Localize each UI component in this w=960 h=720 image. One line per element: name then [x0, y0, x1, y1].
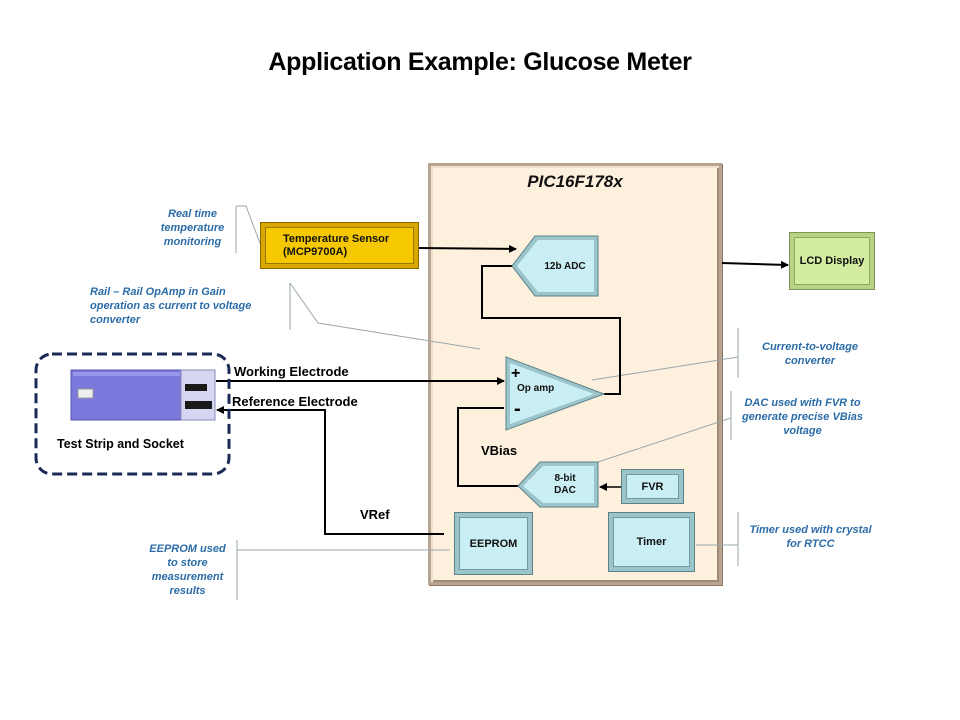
leader-timer	[696, 512, 739, 566]
temperature-sensor-block: Temperature Sensor (MCP9700A)	[261, 223, 418, 268]
timer-block: Timer	[609, 513, 694, 571]
vref-label: VRef	[360, 507, 390, 522]
opamp-block	[505, 356, 606, 431]
reference-electrode-label: Reference Electrode	[232, 394, 358, 409]
dac-label: 8-bit DAC	[540, 473, 590, 497]
test-strip-icon	[70, 369, 216, 421]
fvr-block: FVR	[622, 470, 683, 503]
callout-leaders	[235, 205, 739, 600]
timer-label: Timer	[636, 536, 667, 548]
eeprom-label: EEPROM	[469, 537, 518, 550]
leader-ctv	[591, 328, 739, 381]
note-dac: DAC used with FVR to generate precise VB…	[741, 397, 864, 437]
lcd-display-block: LCD Display	[790, 233, 874, 289]
lcd-label: LCD Display	[799, 255, 865, 267]
note-eeprom: EEPROM used to store measurement results	[149, 543, 226, 597]
wire-vref	[216, 406, 444, 535]
eeprom-block: EEPROM	[455, 513, 532, 574]
leader-opamp	[289, 282, 481, 350]
opamp-plus: +	[511, 365, 521, 382]
note-temperature: Real time temperature monitoring	[160, 208, 225, 248]
working-electrode-label: Working Electrode	[234, 364, 349, 379]
leader-dac	[597, 391, 732, 463]
wire-temp-to-adc	[417, 244, 517, 253]
fvr-label: FVR	[641, 480, 664, 493]
opamp-label: Op amp	[517, 383, 555, 394]
note-current-to-voltage: Current-to-voltage converter	[762, 341, 858, 367]
dac-label-line2: DAC	[554, 485, 576, 496]
opamp-minus: -	[514, 398, 521, 420]
vbias-label: VBias	[481, 443, 518, 458]
mcu-name: PIC16F178x	[527, 172, 623, 191]
adc-label: 12b ADC	[544, 261, 586, 272]
temp-sensor-line2: (MCP9700A)	[283, 245, 348, 258]
leader-temp	[235, 205, 262, 253]
dac-block	[517, 461, 599, 508]
page-title: Application Example: Glucose Meter	[268, 48, 692, 76]
wire-vbias	[457, 407, 520, 487]
leader-eeprom	[236, 540, 450, 600]
dac-label-line1: 8-bit	[554, 473, 576, 484]
adc-block	[511, 235, 599, 297]
test-strip-label: Test Strip and Socket	[57, 437, 184, 451]
temp-sensor-line1: Temperature Sensor	[283, 232, 390, 245]
wire-opamp-out-to-adc	[481, 265, 621, 395]
note-timer: Timer used with crystal for RTCC	[749, 524, 872, 550]
wire-mcu-to-lcd	[721, 260, 789, 269]
note-opamp: Rail – Rail OpAmp in Gain operation as c…	[90, 286, 252, 326]
test-strip-outline	[34, 352, 231, 476]
